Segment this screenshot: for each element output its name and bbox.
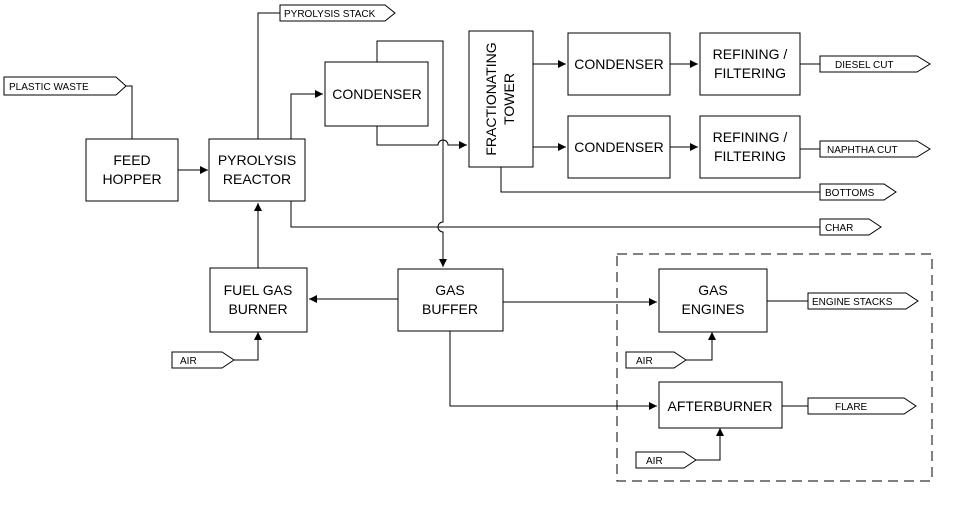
line-reactor-to-char: [290, 201, 820, 228]
feed-hopper-block: FEED HOPPER: [85, 138, 179, 202]
fractionating-tower-label-line2: TOWER: [501, 73, 517, 125]
line-gas-buffer-to-afterburner: [449, 331, 657, 410]
refining-naphtha-label-line1: REFINING /: [713, 129, 788, 145]
condenser-main-block: CONDENSER: [324, 61, 429, 127]
stream-tag-diesel-cut: DIESEL CUT: [819, 55, 931, 73]
gas-buffer-label-line2: BUFFER: [422, 301, 478, 317]
flare-label: FLARE: [835, 402, 868, 413]
condenser-main-label: CONDENSER: [332, 86, 421, 102]
air-engines-label: AIR: [636, 356, 653, 367]
line-condenser-to-gas-buffer: [376, 40, 447, 267]
diesel-cut-label: DIESEL CUT: [835, 60, 894, 71]
line-reactor-to-condenser: [290, 90, 323, 139]
gas-engines-label-line2: ENGINES: [681, 301, 744, 317]
condenser-naphtha-block: CONDENSER: [567, 115, 671, 179]
pyrolysis-stack-label: PYROLYSIS STACK: [284, 9, 376, 20]
gas-engines-block: GAS ENGINES: [658, 268, 768, 333]
air-afterburner-label: AIR: [646, 456, 663, 467]
afterburner-label: AFTERBURNER: [667, 398, 772, 414]
line-condenser-to-tower: [376, 126, 467, 149]
engine-stacks-label: ENGINE STACKS: [812, 297, 893, 308]
pyrolysis-reactor-block: PYROLYSIS REACTOR: [208, 138, 306, 202]
stream-tag-naphtha-cut: NAPHTHA CUT: [819, 140, 931, 158]
feed-hopper-label-line1: FEED: [113, 152, 150, 168]
stream-tag-pyrolysis-stack: PYROLYSIS STACK: [279, 4, 396, 22]
stream-tag-plastic-waste: PLASTIC WASTE: [3, 76, 127, 96]
gas-buffer-label-line1: GAS: [435, 282, 465, 298]
pyrolysis-reactor-label-line1: PYROLYSIS: [218, 152, 296, 168]
pyrolysis-reactor-label-line2: REACTOR: [223, 171, 291, 187]
char-label: CHAR: [825, 223, 853, 234]
bottoms-label: BOTTOMS: [825, 188, 875, 199]
line-reactor-to-stack: [257, 12, 280, 139]
refining-diesel-label-line1: REFINING /: [713, 46, 788, 62]
condenser-diesel-label: CONDENSER: [574, 56, 663, 72]
stream-tag-air-afterburner: AIR: [635, 451, 697, 469]
naphtha-cut-label: NAPHTHA CUT: [827, 145, 898, 156]
stream-tag-flare: FLARE: [807, 397, 917, 415]
condenser-naphtha-label: CONDENSER: [574, 139, 663, 155]
stream-tag-bottoms: BOTTOMS: [819, 183, 897, 201]
gas-buffer-block: GAS BUFFER: [397, 268, 504, 332]
stream-tag-engine-stacks: ENGINE STACKS: [807, 292, 919, 310]
gas-engines-label-line1: GAS: [698, 282, 728, 298]
line-air-to-engines: [686, 332, 716, 361]
stream-tag-air-engines: AIR: [625, 351, 687, 369]
refining-diesel-block: REFINING / FILTERING: [699, 32, 801, 96]
stream-tag-char: CHAR: [819, 218, 882, 236]
afterburner-block: AFTERBURNER: [658, 381, 783, 429]
air-burner-label: AIR: [180, 356, 197, 367]
condenser-diesel-block: CONDENSER: [567, 32, 671, 96]
plastic-waste-label: PLASTIC WASTE: [9, 82, 89, 93]
fuel-gas-burner-label-line1: FUEL GAS: [224, 282, 293, 298]
line-air-to-afterburner: [696, 428, 724, 461]
refining-diesel-label-line2: FILTERING: [714, 65, 786, 81]
fractionating-tower-block: FRACTIONATING TOWER: [468, 30, 534, 168]
refining-naphtha-label-line2: FILTERING: [714, 148, 786, 164]
line-air-to-burner: [234, 332, 262, 361]
line-plastic-waste-to-hopper: [126, 85, 133, 139]
feed-hopper-label-line2: HOPPER: [102, 171, 161, 187]
refining-naphtha-block: REFINING / FILTERING: [699, 115, 801, 179]
fractionating-tower-label-line1: FRACTIONATING: [483, 42, 499, 155]
stream-tag-air-burner: AIR: [171, 351, 235, 369]
fuel-gas-burner-label-line2: BURNER: [228, 301, 287, 317]
line-tower-to-bottoms: [500, 167, 820, 193]
fuel-gas-burner-block: FUEL GAS BURNER: [209, 267, 308, 333]
